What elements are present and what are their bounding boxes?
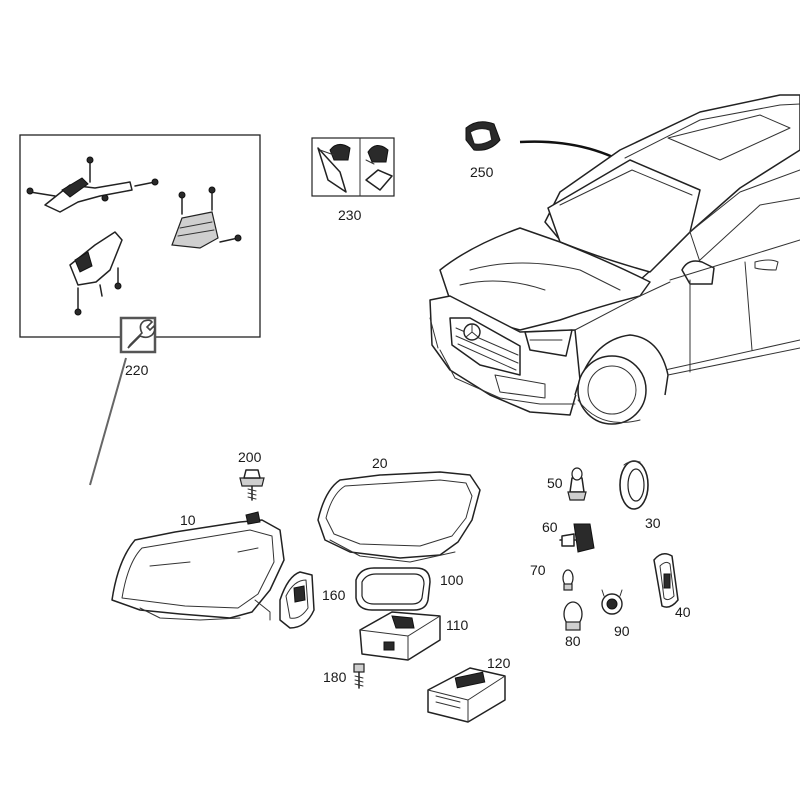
label-200: 200 (238, 449, 262, 465)
wrench-icon (119, 316, 157, 354)
part-80-bulb: 80 (563, 601, 583, 649)
part-120-control-unit: 120 (427, 655, 511, 723)
label-90: 90 (614, 623, 630, 639)
label-30: 30 (645, 515, 661, 531)
label-250: 250 (470, 164, 494, 180)
label-100: 100 (440, 572, 464, 588)
part-100-gasket: 100 (355, 567, 464, 611)
label-60: 60 (542, 519, 558, 535)
part-70-bulb: 70 (530, 562, 574, 591)
part-230-decals: 230 (311, 137, 395, 223)
label-10: 10 (180, 512, 196, 528)
part-110-ballast: 110 (359, 611, 469, 661)
label-40: 40 (675, 604, 691, 620)
label-230: 230 (338, 207, 362, 223)
repair-kit-inset: 220 (19, 134, 261, 486)
label-20: 20 (372, 455, 388, 471)
label-180: 180 (323, 669, 347, 685)
part-10-headlamp: 10 (111, 511, 285, 621)
part-50-bulb: 50 (547, 467, 587, 501)
label-50: 50 (547, 475, 563, 491)
part-90-socket: 90 (601, 589, 630, 639)
part-200-bolt: 200 (238, 449, 265, 501)
car-illustration (429, 94, 800, 425)
label-160: 160 (322, 587, 346, 603)
part-160-cover: 160 (279, 571, 346, 629)
label-110: 110 (446, 617, 469, 633)
label-80: 80 (565, 633, 581, 649)
part-40-module: 40 (653, 553, 691, 620)
label-70: 70 (530, 562, 546, 578)
part-20-lens: 20 (317, 455, 481, 563)
bracket-part-1 (26, 156, 159, 213)
bracket-part-3 (69, 231, 123, 316)
label-120: 120 (487, 655, 511, 671)
bracket-part-2 (171, 186, 242, 249)
part-60-bulb: 60 (542, 519, 595, 553)
label-220: 220 (125, 362, 149, 378)
part-180-screw: 180 (323, 663, 365, 689)
part-30-seal: 30 (619, 460, 661, 531)
